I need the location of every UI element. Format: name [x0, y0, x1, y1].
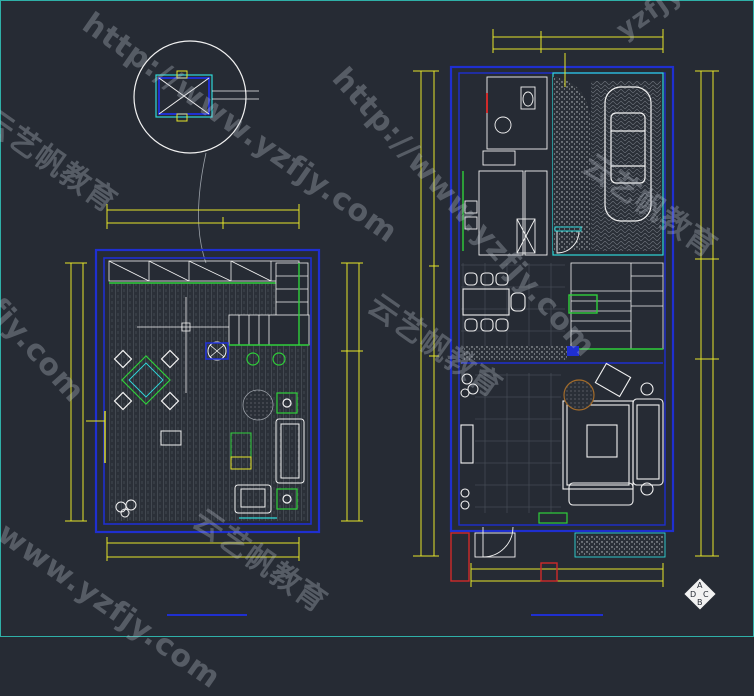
north-badge: A D C B: [684, 578, 717, 611]
key-plan-detail: [133, 40, 259, 264]
left-dimension-lines: [65, 204, 363, 561]
badge-letter-b: B: [697, 598, 703, 607]
dining-set: [462, 272, 526, 332]
badge-letter-d: D: [690, 590, 697, 599]
living-room-furniture: [460, 362, 664, 510]
badge-letter-a: A: [697, 581, 703, 590]
badge-letter-c: C: [703, 590, 709, 599]
ground-floor-plan: [413, 29, 719, 616]
car-outline: [604, 86, 652, 222]
tea-table: [113, 349, 180, 411]
mezzanine-plan: [65, 204, 363, 616]
right-dimension-lines: [413, 29, 719, 587]
floor-plan-drawing: [65, 29, 719, 616]
